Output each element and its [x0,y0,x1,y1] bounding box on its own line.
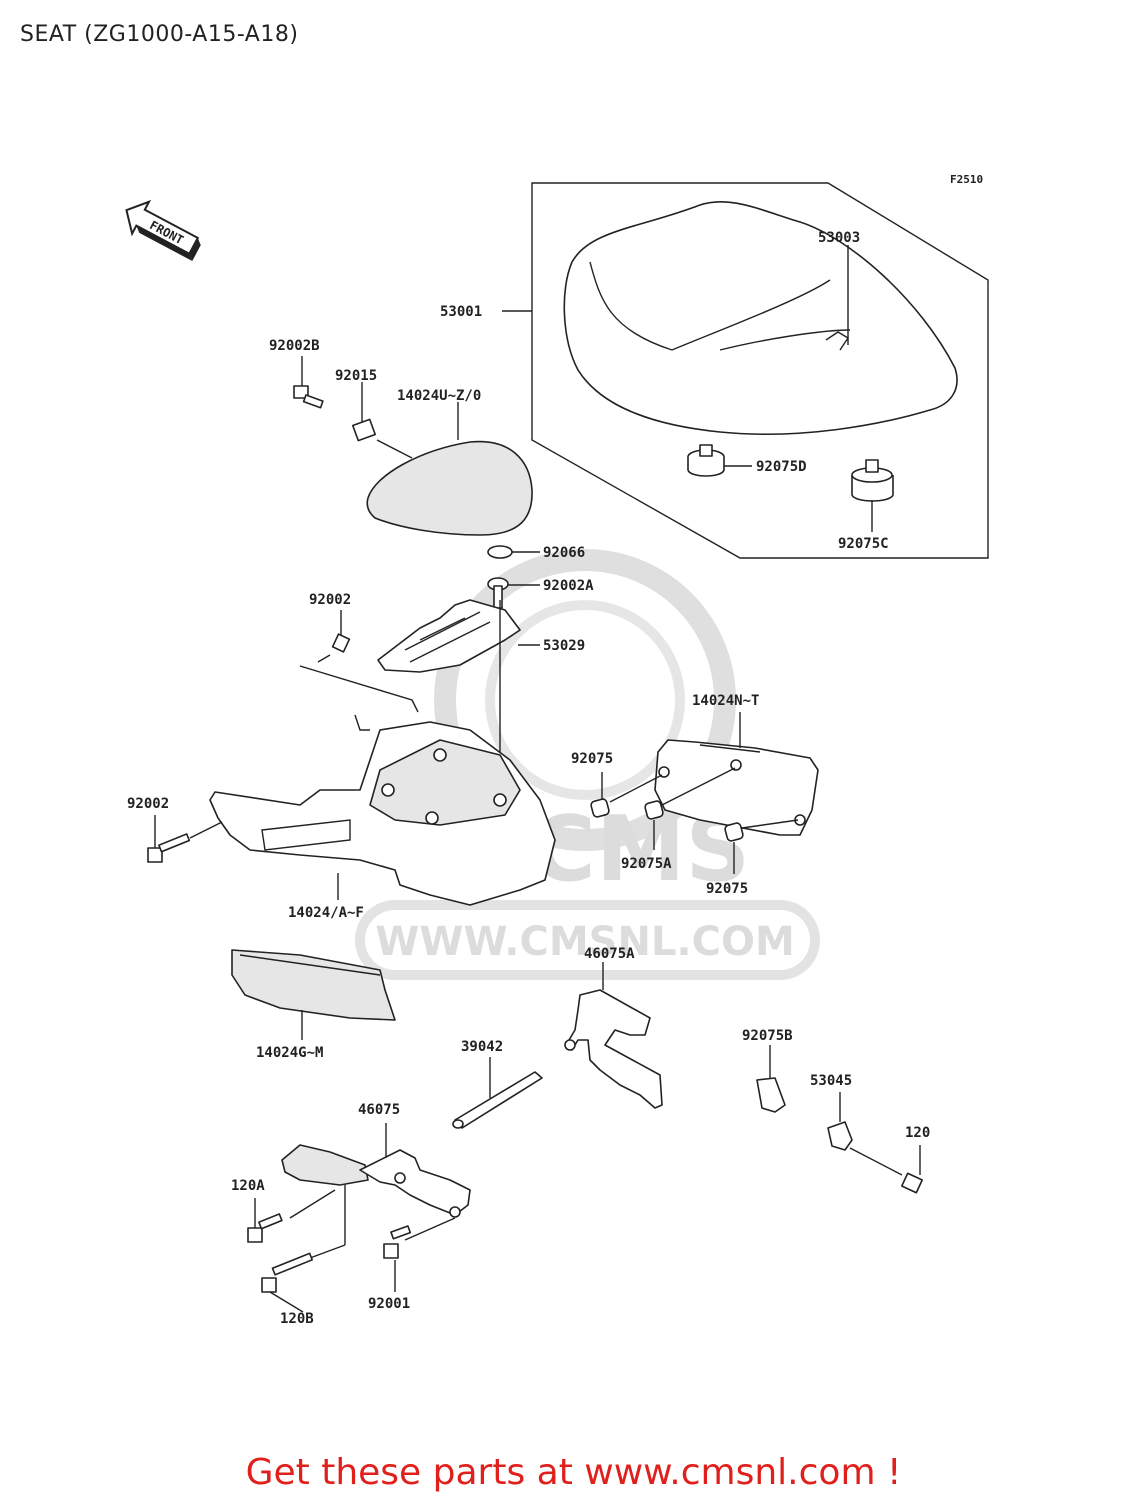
bumper-92075c [851,459,894,502]
plate-53029 [377,599,521,673]
label-39042: 39042 [461,1039,503,1055]
label-92002-top: 92002 [309,592,351,608]
label-92015: 92015 [335,368,377,384]
label-46075: 46075 [358,1102,400,1118]
bolt-92002-top [317,633,351,663]
cap-92066 [487,545,513,559]
bolt-92002-left [147,833,191,863]
rubber-92075-b [724,822,744,842]
watermark: CMS WWW.CMSNL.COM [355,549,820,980]
label-53001: 53001 [440,304,482,320]
bolt-120a [247,1213,283,1243]
label-92002a: 92002A [543,578,594,594]
front-arrow-icon: FRONT [125,199,201,262]
label-120a: 120A [231,1178,265,1194]
nut-92015 [352,418,376,442]
watermark-url: WWW.CMSNL.COM [375,919,795,965]
label-92075c: 92075C [838,536,889,552]
rubber-92075-a [590,798,610,818]
label-120: 120 [905,1125,930,1141]
label-92001: 92001 [368,1296,410,1312]
label-53045: 53045 [810,1073,852,1089]
seat-assembly-outline [531,182,989,559]
rod-39042 [452,1071,543,1129]
label-14024af: 14024/A~F [288,905,364,921]
page-title: SEAT (ZG1000-A15-A18) [20,22,299,47]
label-92066: 92066 [543,545,585,561]
bolt-120b [261,1252,314,1293]
label-14024u: 14024U~Z/0 [397,388,481,404]
bolt-92002a [487,577,509,609]
nut-53045 [827,1121,853,1151]
label-92002b: 92002B [269,338,320,354]
bolt-92002b [293,385,324,409]
label-14024n: 14024N~T [692,693,759,709]
side-cover-right [654,739,819,836]
label-92075d: 92075D [756,459,807,475]
label-53003: 53003 [818,230,860,246]
label-92075a: 92075A [621,856,672,872]
bolt-120 [900,1172,924,1194]
tail-cover [209,714,556,906]
figure-code: F2510 [950,173,983,186]
bumper-92075d [687,444,725,477]
bracket-46075a [564,989,663,1109]
bolt-92001 [383,1225,412,1259]
label-92075-b: 92075 [706,881,748,897]
seat-cowl [366,440,533,536]
under-cover [231,949,396,1021]
label-92075-a: 92075 [571,751,613,767]
label-53029: 53029 [543,638,585,654]
label-46075a: 46075A [584,946,635,962]
label-14024gm: 14024G~M [256,1045,323,1061]
bracket-46075 [281,1144,471,1218]
label-92075b: 92075B [742,1028,793,1044]
footer-link[interactable]: Get these parts at www.cmsnl.com ! [245,1452,902,1493]
label-92002-left: 92002 [127,796,169,812]
rubber-92075a [644,800,664,820]
main-seat [563,201,958,436]
label-120b: 120B [280,1311,314,1327]
rubber-92075b [756,1077,786,1113]
